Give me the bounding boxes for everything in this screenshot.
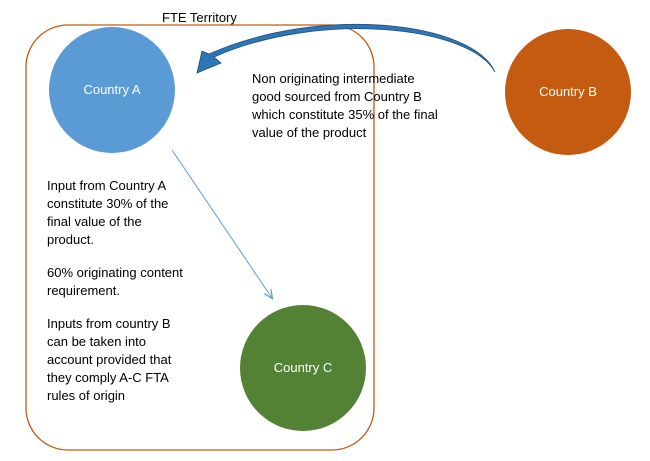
country-a-node bbox=[49, 27, 175, 153]
fte-territory-boundary bbox=[25, 24, 375, 451]
fte-territory-title: FTE Territory bbox=[162, 10, 237, 25]
country-a-input-note: Input from Country A constitute 30% of t… bbox=[47, 178, 169, 247]
country-b-label: Country B bbox=[539, 84, 597, 99]
country-b-inputs-note: Inputs from country B can be taken into … bbox=[47, 316, 172, 403]
flow-arrow-b-to-a bbox=[196, 23, 496, 74]
origin-requirement-note: 60% originating content requirement. bbox=[47, 265, 183, 298]
flow-arrow-a-to-c bbox=[171, 149, 272, 298]
country-a-label: Country A bbox=[83, 82, 141, 97]
country-b-node bbox=[505, 29, 631, 155]
country-c-label: Country C bbox=[273, 360, 333, 375]
intermediate-good-note: Non originating intermediate good source… bbox=[252, 71, 438, 140]
country-c-node bbox=[240, 305, 366, 431]
